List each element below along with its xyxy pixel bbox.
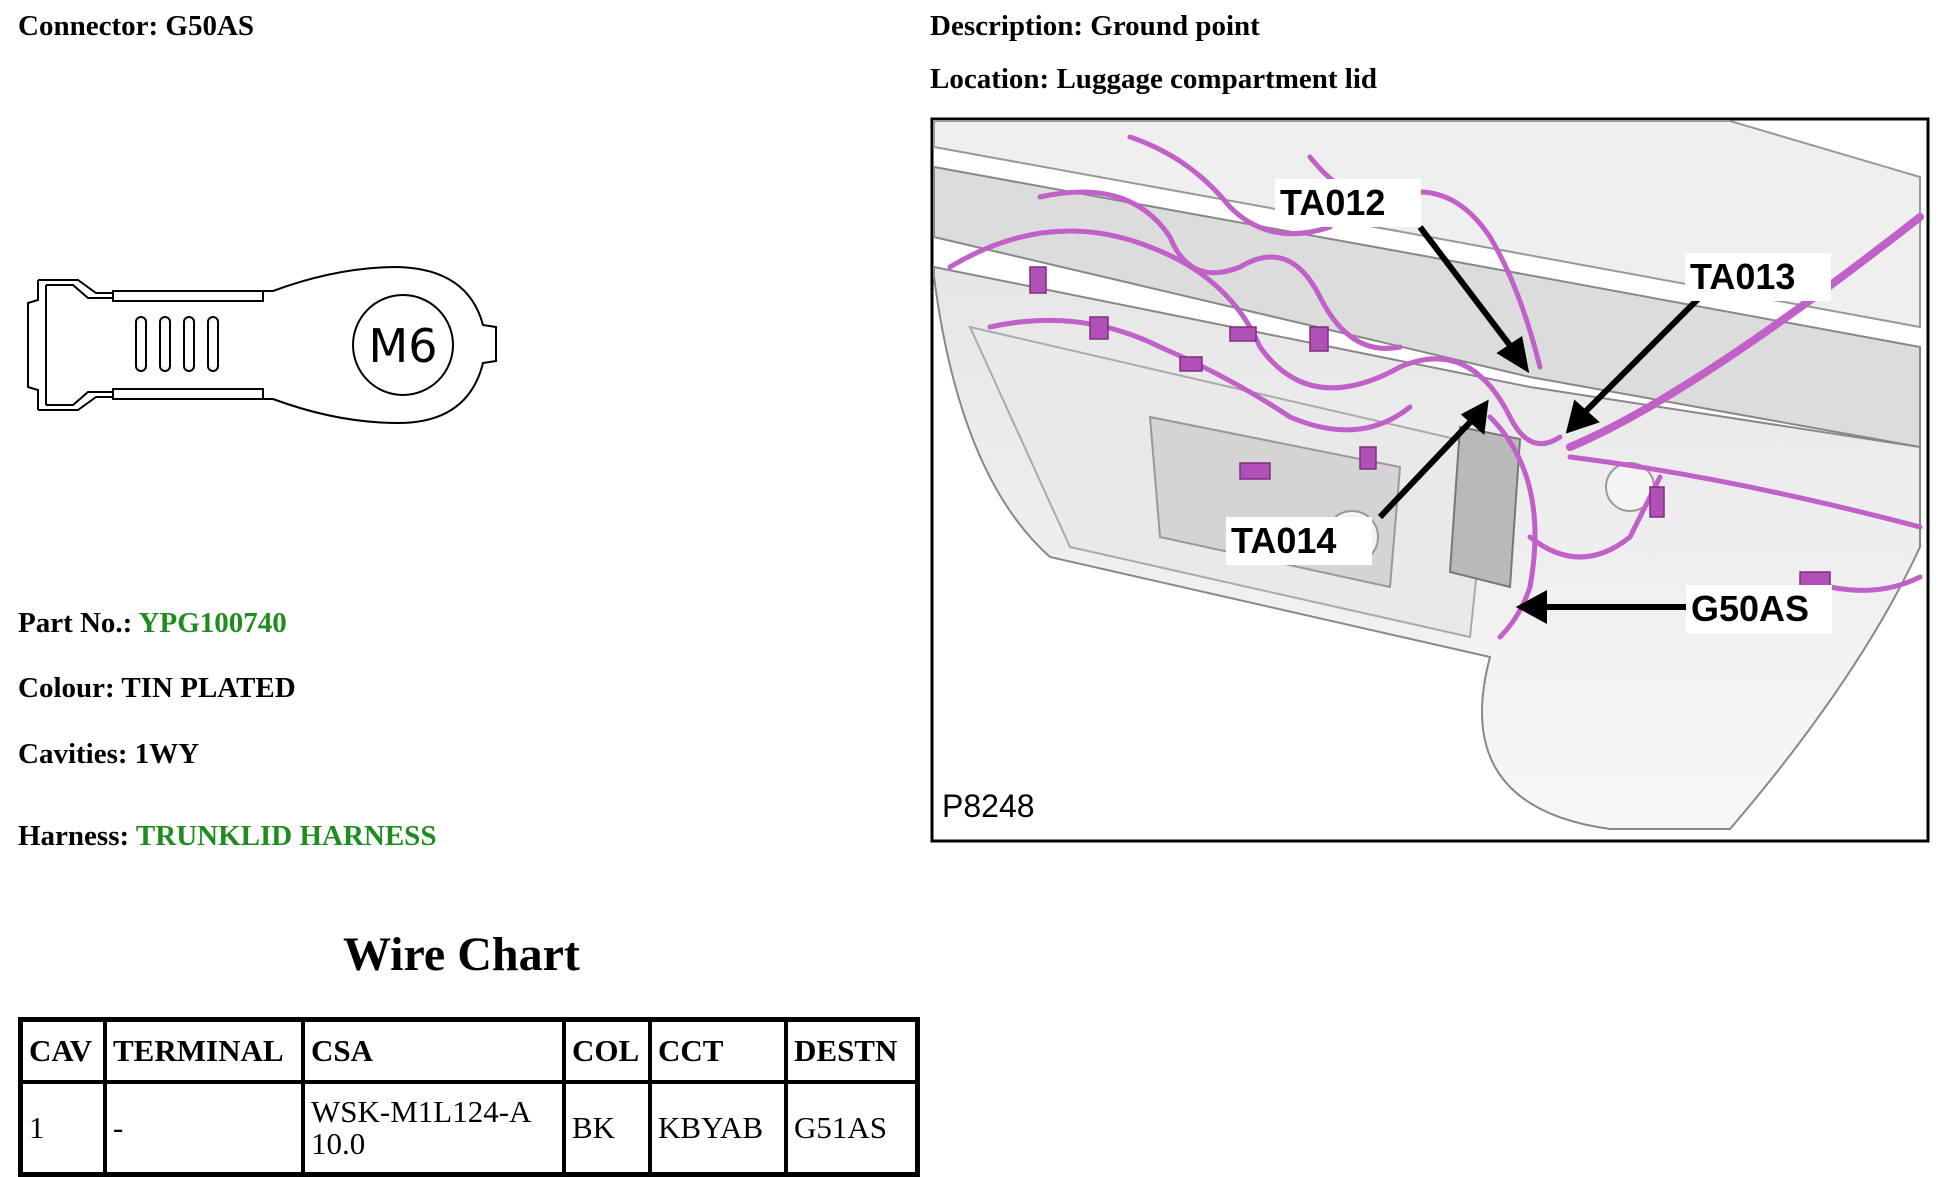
figure-id: P8248 [942, 788, 1035, 824]
description-label: Description: [930, 10, 1084, 42]
part-no-label: Part No.: [18, 607, 133, 639]
stud-size-label: M6 [369, 319, 438, 373]
cell-cct: KBYAB [648, 1080, 788, 1177]
location-value: Luggage compartment lid [1056, 63, 1378, 95]
description-value: Ground point [1090, 10, 1260, 42]
callout-ta014: TA014 [1231, 520, 1336, 561]
connector-heading: Connector: G50AS [18, 10, 254, 43]
cell-csa: WSK-M1L124-A 10.0 [301, 1080, 566, 1177]
table-row: 1 - WSK-M1L124-A 10.0 BK KBYAB G51AS [18, 1080, 920, 1177]
connector-drawing: M6 [27, 265, 497, 425]
wire-chart-header-row: CAV TERMINAL CSA COL CCT DESTN [18, 1017, 920, 1084]
cell-destn: G51AS [784, 1080, 920, 1177]
cavities-line: Cavities: 1WY [18, 738, 199, 771]
colour-label: Colour: [18, 672, 115, 704]
part-no-line: Part No.: YPG100740 [18, 607, 287, 640]
connector-value: G50AS [165, 10, 255, 42]
column-header-csa: CSA [301, 1017, 566, 1084]
cell-cav: 1 [18, 1080, 107, 1177]
callout-g50as: G50AS [1691, 588, 1809, 629]
cavities-label: Cavities: [18, 738, 128, 770]
wire-chart-table: CAV TERMINAL CSA COL CCT DESTN 1 - WSK-M… [18, 1017, 920, 1177]
cell-csa-line2: 10.0 [311, 1126, 366, 1161]
cell-col: BK [562, 1080, 652, 1177]
cell-terminal: - [103, 1080, 305, 1177]
callout-ta013: TA013 [1690, 256, 1795, 297]
column-header-cav: CAV [18, 1017, 107, 1084]
harness-label: Harness: [18, 820, 130, 852]
connector-label: Connector: [18, 10, 159, 42]
cell-csa-line1: WSK-M1L124-A [311, 1094, 532, 1129]
harness-line: Harness: TRUNKLID HARNESS [18, 820, 436, 853]
colour-value: TIN PLATED [121, 672, 296, 704]
location-label: Location: [930, 63, 1050, 95]
column-header-destn: DESTN [784, 1017, 920, 1084]
part-no-link[interactable]: YPG100740 [138, 607, 287, 639]
wire-chart-title: Wire Chart [343, 928, 580, 981]
harness-link[interactable]: TRUNKLID HARNESS [135, 820, 437, 852]
location-heading: Location: Luggage compartment lid [930, 63, 1377, 96]
location-photo: TA012 TA013 TA014 G50AS P8248 [930, 117, 1930, 843]
column-header-cct: CCT [648, 1017, 788, 1084]
colour-line: Colour: TIN PLATED [18, 672, 296, 705]
cavities-value: 1WY [134, 738, 200, 770]
column-header-col: COL [562, 1017, 652, 1084]
description-heading: Description: Ground point [930, 10, 1260, 43]
callout-ta012: TA012 [1280, 182, 1385, 223]
column-header-terminal: TERMINAL [103, 1017, 305, 1084]
